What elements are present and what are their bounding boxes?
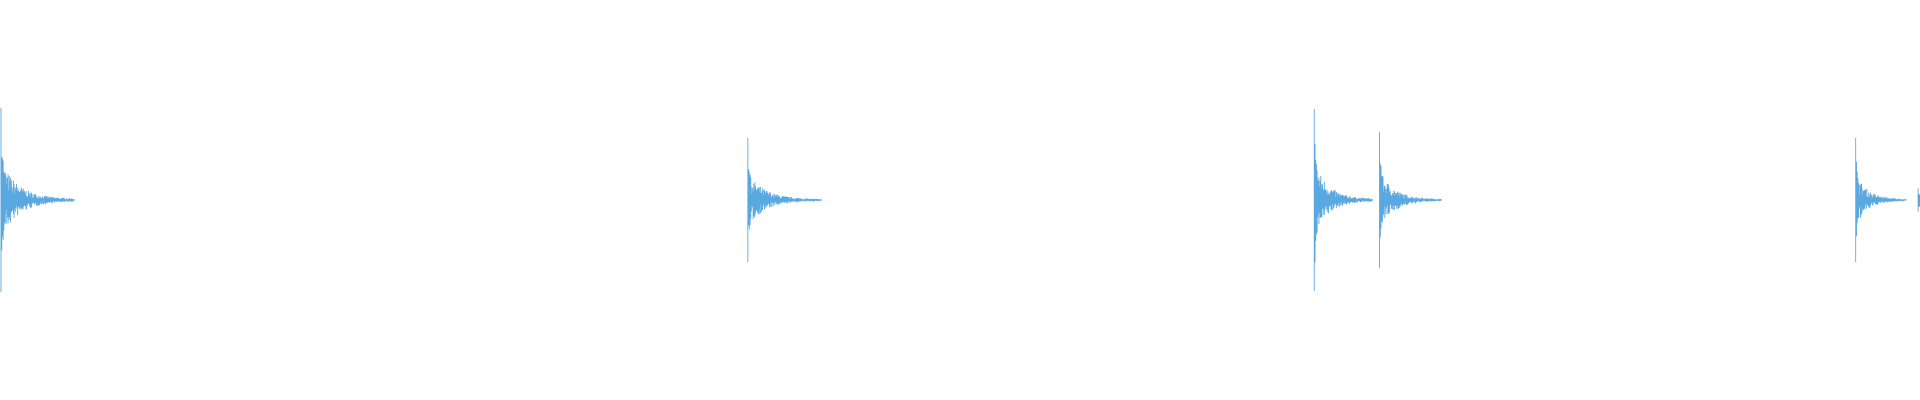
- transient-5: [1855, 137, 1907, 263]
- transient-2: [747, 137, 823, 263]
- transient-1: [0, 107, 76, 293]
- transient-3: [1313, 108, 1373, 292]
- waveform-transients: [0, 107, 1920, 293]
- transient-4: [1379, 132, 1443, 268]
